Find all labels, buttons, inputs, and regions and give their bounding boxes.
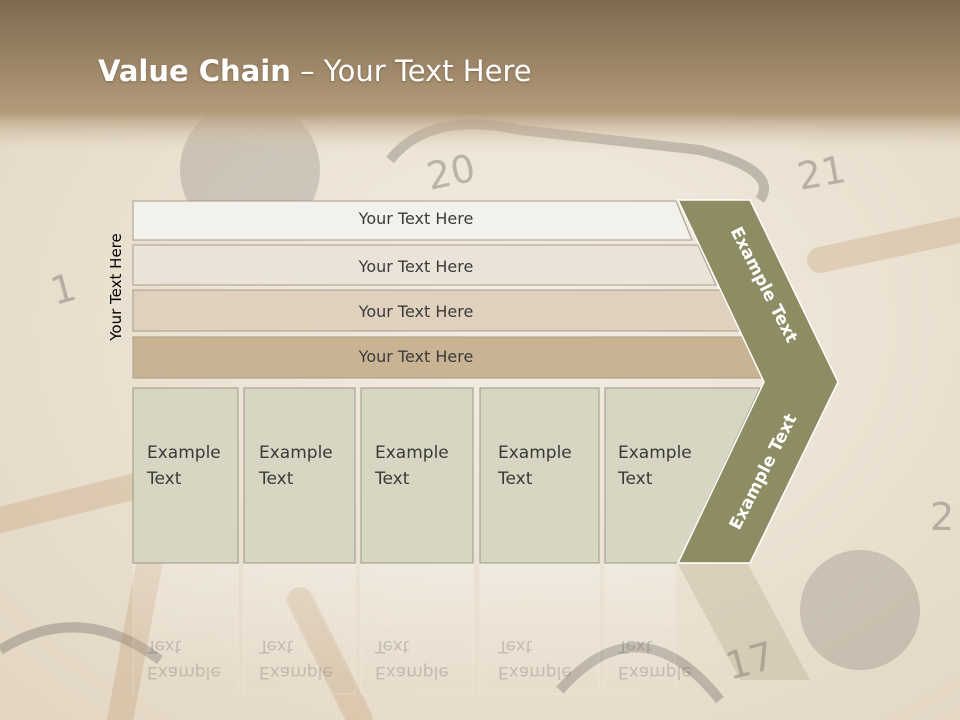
- column-label-4-reflection: Example Text: [498, 636, 572, 682]
- chevron-arrow: [676, 199, 839, 564]
- column-label-1: Example Text: [147, 443, 221, 489]
- title-rest: – Your Text Here: [290, 54, 532, 88]
- column-label-1-reflection: Example Text: [147, 636, 221, 682]
- column-1-reflection: [132, 563, 239, 695]
- column-3-reflection: [360, 563, 474, 695]
- row-band-2: [132, 244, 717, 286]
- svg-text:20: 20: [423, 146, 479, 199]
- column-box-2: [243, 387, 356, 564]
- column-label-3-reflection: Example Text: [375, 636, 449, 682]
- column-box-1: [132, 387, 239, 564]
- column-label-2-reflection: Example Text: [259, 636, 333, 682]
- column-box-3: [360, 387, 474, 564]
- svg-text:2: 2: [930, 495, 954, 539]
- chevron-reflection: [678, 564, 810, 680]
- column-4-reflection: [479, 563, 600, 695]
- column-label-2: Example Text: [259, 443, 333, 489]
- column-label-5: Example Text: [618, 443, 692, 489]
- column-5-reflection: [604, 563, 676, 695]
- row-label-3: Your Text Here: [358, 302, 474, 321]
- row-label-4: Your Text Here: [358, 347, 474, 366]
- row-label-2: Your Text Here: [358, 257, 474, 276]
- slide-title: Value Chain – Your Text Here: [98, 54, 532, 88]
- column-2-reflection: [243, 563, 356, 695]
- row-label-1: Your Text Here: [358, 209, 474, 228]
- title-bold: Value Chain: [98, 54, 291, 88]
- row-band-1: [132, 200, 693, 241]
- column-label-4: Example Text: [498, 443, 572, 489]
- column-label-5-reflection: Example Text: [618, 636, 692, 682]
- column-label-3: Example Text: [375, 443, 449, 489]
- column-box-4: [479, 387, 600, 564]
- svg-text:21: 21: [794, 147, 849, 199]
